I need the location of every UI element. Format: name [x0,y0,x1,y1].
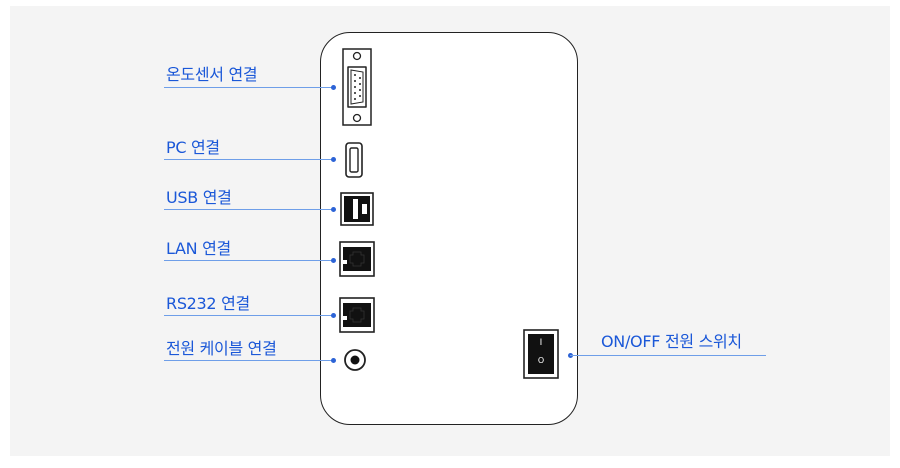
leader-dot-rs232 [331,313,336,318]
leader-lan [164,260,332,261]
leader-power-switch [570,355,766,356]
leader-rs232 [164,315,332,316]
leader-power-cable [164,360,332,361]
label-rs232: RS232 연결 [166,294,250,313]
leader-dot-pc [331,157,336,162]
label-power-switch: ON/OFF 전원 스위치 [601,332,742,351]
switch-off-mark: O [537,356,545,365]
label-usb: USB 연결 [166,188,232,207]
rs232-port-icon [339,297,375,333]
lan-port-icon [339,241,375,277]
power-switch[interactable]: I O [523,329,559,379]
leader-temp-sensor [164,87,332,88]
leader-dot-usb [331,207,336,212]
label-pc: PC 연결 [166,138,220,157]
usb-port-icon [340,192,374,226]
pc-port-icon [345,142,363,178]
leader-dot-temp-sensor [331,85,336,90]
db9-serial-port-icon [342,48,372,126]
leader-dot-power-cable [331,358,336,363]
switch-on-mark: I [539,338,543,348]
leader-dot-lan [331,258,336,263]
label-temp-sensor: 온도센서 연결 [166,65,258,84]
label-power-cable: 전원 케이블 연결 [166,339,277,358]
power-jack-icon [343,348,367,372]
leader-pc [164,159,332,160]
leader-usb [164,209,332,210]
label-lan: LAN 연결 [166,239,231,258]
